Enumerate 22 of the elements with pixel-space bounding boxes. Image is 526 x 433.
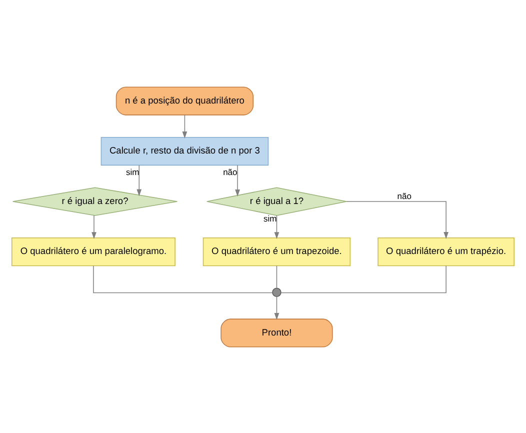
node-box: O quadrilátero é um paralelogramo. — [12, 237, 176, 266]
node-box: O quadrilátero é um trapézio. — [378, 237, 514, 266]
connector — [276, 264, 278, 288]
edge-label: não — [397, 190, 412, 201]
node-circle — [272, 287, 282, 297]
connector — [93, 265, 273, 293]
node-box: n é a posição do quadrilátero — [116, 86, 254, 115]
node-box: Calcule r, resto da divisão de n por 3 — [100, 136, 269, 166]
arrow — [92, 214, 96, 239]
arrow — [274, 296, 280, 320]
arrow — [346, 200, 449, 238]
arrow — [182, 114, 188, 138]
connector — [280, 265, 446, 293]
edge-label: não — [223, 166, 238, 177]
arrow — [136, 164, 142, 196]
arrow — [235, 164, 240, 196]
edge-label: sim — [264, 213, 277, 224]
edge-label: sim — [126, 166, 140, 176]
node-box: Pronto! — [220, 318, 333, 347]
node-box: O quadrilátero é um trapezoide. — [202, 237, 351, 266]
arrow — [274, 214, 280, 239]
node-diamond: r é igual a 1? — [206, 186, 347, 216]
